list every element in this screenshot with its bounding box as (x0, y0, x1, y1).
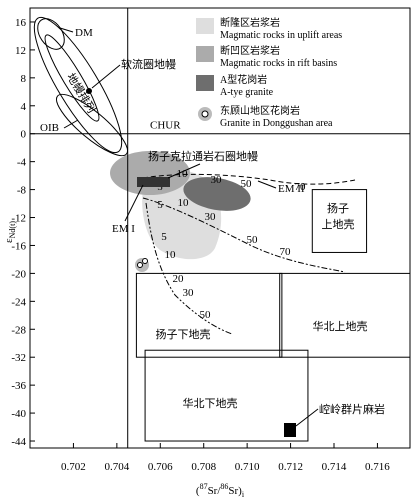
yangtze-upper-crust-label: 上地壳 (322, 217, 355, 231)
mixing-ratio-label: 70 (295, 181, 307, 193)
x-axis-label: (87Sr/86Sr)i (196, 482, 245, 499)
mixing-ratio-label: 10 (178, 197, 190, 209)
y-tick-label: -12 (11, 213, 26, 225)
legend-en-agranite: A-tye granite (220, 87, 274, 98)
em1-arrow (124, 184, 144, 222)
y-tick-label: 4 (21, 101, 27, 113)
mixing-ratio-label: 50 (241, 178, 253, 190)
north-china-upper-crust-label: 华北上地壳 (313, 319, 368, 333)
x-tick-label: 0.714 (322, 461, 347, 473)
x-tick-label: 0.710 (235, 461, 260, 473)
mixing-ratio-label: 20 (173, 273, 185, 285)
mixing-ratio-label: 30 (205, 211, 217, 223)
asthenosphere-arrow (91, 64, 121, 89)
donggushan-sample (142, 258, 148, 264)
y-tick-label: 0 (21, 129, 27, 141)
mantle-array-inner (44, 34, 100, 122)
x-tick-label: 0.708 (191, 461, 216, 473)
oib-ellipse (56, 93, 128, 157)
em1-label: EM I (112, 223, 135, 235)
mixing-ratio-label: 30 (183, 287, 195, 299)
y-tick-label: 12 (15, 45, 26, 57)
mixing-ratio-label: 70 (280, 246, 292, 258)
mixing-curve (145, 202, 233, 335)
plot-border (29, 7, 411, 449)
agranite-field (183, 177, 251, 211)
legend-zh-uplift: 断隆区岩浆岩 (220, 16, 280, 29)
em2-label: EM II (278, 183, 305, 195)
y-axis-label: εNd(t) (3, 221, 17, 243)
crust-field-box (144, 349, 309, 442)
legend-en-rift: Magmatic rocks in rift basins (220, 58, 337, 69)
plot-frame: CHUR 16 12 8 4 0 -4 -8 -12 -16 -20 -24 -28 -32 -36 -40 -… (3, 7, 411, 499)
mantle-array-outer (33, 16, 123, 154)
y-tick-label: -8 (17, 185, 27, 197)
dm-arrow (59, 27, 74, 33)
legend-zh-agranite: A型花岗岩 (220, 73, 267, 86)
yangtze-upper-crust-label: 扬子 (327, 201, 349, 215)
x-tick-label: 0.712 (278, 461, 303, 473)
y-tick-label: -4 (17, 157, 27, 169)
mixing-ratio-label: 5 (157, 199, 163, 211)
x-tick-label: 0.704 (104, 461, 129, 473)
y-tick-label: -24 (11, 296, 26, 308)
mixing-ratio-label: 10 (165, 249, 177, 261)
kongling-label: 崆岭群片麻岩 (319, 402, 385, 416)
mixing-ratio-label: 50 (247, 234, 259, 246)
dm-ellipse (37, 18, 65, 50)
y-tick-label: -40 (11, 408, 26, 420)
legend-swatch-rift (196, 46, 214, 62)
crust-field-box (311, 189, 368, 253)
chur-label: CHUR (150, 120, 181, 132)
mixing-ratio-label: 50 (200, 309, 212, 321)
y-tick-label: -32 (11, 352, 26, 364)
y-tick-label: -16 (11, 240, 26, 252)
mixing-ratio-label: 10 (177, 168, 189, 180)
legend-en-uplift: Magmatic rocks in uplift areas (220, 30, 342, 41)
yangtze-lower-crust-label: 扬子下地壳 (156, 327, 211, 341)
legend-swatch-donggushan-dot (201, 110, 209, 118)
y-tick-label: -44 (11, 436, 26, 448)
x-tick-label: 0.706 (148, 461, 173, 473)
legend-zh-rift: 断凹区岩浆岩 (220, 44, 280, 57)
donggushan-sample (137, 262, 143, 268)
crust-field-box (135, 272, 283, 358)
kongling-marker (284, 423, 296, 437)
mixing-curve (142, 197, 346, 273)
x-tick-label: 0.716 (365, 461, 390, 473)
yangtze-clm-label: 扬子克拉通岩石圈地幔 (148, 149, 258, 163)
yangtze-clm-marker (137, 177, 170, 187)
y-tick-label: -28 (11, 324, 26, 336)
legend-zh-donggushan: 东顾山地区花岗岩 (220, 104, 300, 117)
oib-label: OIB (40, 122, 59, 134)
y-tick-label: 8 (21, 73, 27, 85)
legend-en-donggushan: Granite in Donggushan area (220, 118, 333, 129)
legend-swatch-agranite (196, 75, 214, 91)
em2-arrow (257, 180, 277, 189)
y-tick-label: 16 (15, 17, 27, 29)
kongling-arrow (295, 408, 319, 427)
dm-label: DM (75, 27, 93, 39)
x-tick-label: 0.702 (61, 461, 86, 473)
yangtze-clm-arrow (167, 163, 201, 179)
legend-swatch-uplift (196, 18, 214, 34)
y-tick-label: -36 (11, 380, 26, 392)
y-tick-label: -20 (11, 268, 26, 280)
asthenosphere-marker (86, 88, 92, 94)
asthenosphere-label: 软流圈地幔 (121, 57, 176, 71)
north-china-lower-crust-label: 华北下地壳 (183, 396, 238, 410)
mixing-ratio-label: 30 (211, 174, 223, 186)
oib-arrow (63, 119, 79, 129)
mixing-ratio-label: 5 (161, 231, 167, 243)
